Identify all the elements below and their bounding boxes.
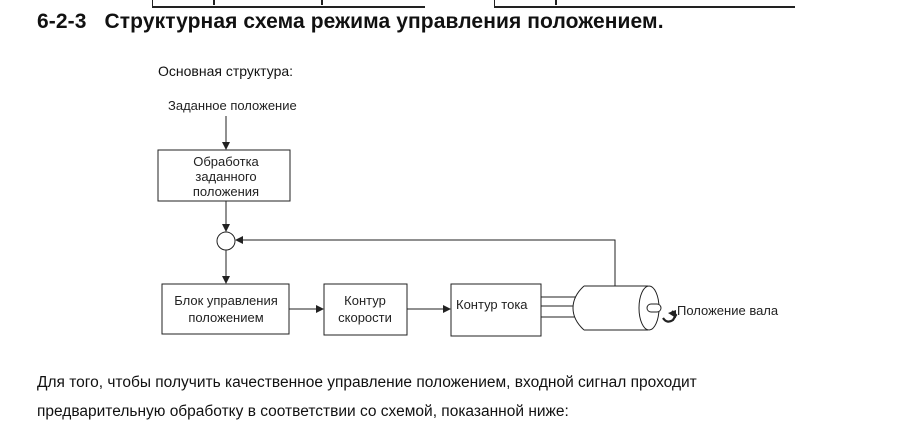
block-speed-loop-line1: Контур — [344, 293, 386, 308]
block-speed-loop: Контур скорости — [323, 283, 408, 336]
block-preprocess-line2: заданного — [195, 169, 256, 184]
block-position-control: Блок управления положением — [161, 283, 290, 335]
output-label: Положение вала — [677, 303, 779, 318]
block-current-loop-label: Контур тока — [456, 297, 528, 312]
diagram-subtitle: Основная структура: — [158, 63, 294, 79]
motor-wires — [541, 296, 576, 318]
body-text-line2: предварительную обработку в соответствии… — [37, 403, 569, 420]
input-label: Заданное положение — [168, 98, 297, 113]
section-heading: 6-2-3 Структурная схема режима управления… — [37, 10, 664, 34]
block-current-loop: Контур тока — [450, 283, 542, 337]
encoder-rotation-icon — [662, 310, 678, 323]
block-speed-loop-line2: скорости — [338, 310, 392, 325]
body-text-line1: Для того, чтобы получить качественное уп… — [37, 374, 697, 391]
block-preprocess: Обработка заданного положения — [157, 149, 291, 202]
table-edge-right — [494, 0, 795, 8]
block-position-control-line1: Блок управления — [174, 293, 278, 308]
block-preprocess-line1: Обработка — [193, 154, 259, 169]
table-edge-left — [152, 0, 425, 8]
block-preprocess-line3: положения — [193, 184, 259, 199]
feedback-line — [235, 236, 616, 286]
block-position-control-line2: положением — [188, 310, 263, 325]
section-number: 6-2-3 — [37, 10, 87, 33]
section-title: Структурная схема режима управления поло… — [104, 10, 664, 33]
motor-icon — [572, 285, 662, 331]
summing-junction-icon — [216, 231, 236, 251]
